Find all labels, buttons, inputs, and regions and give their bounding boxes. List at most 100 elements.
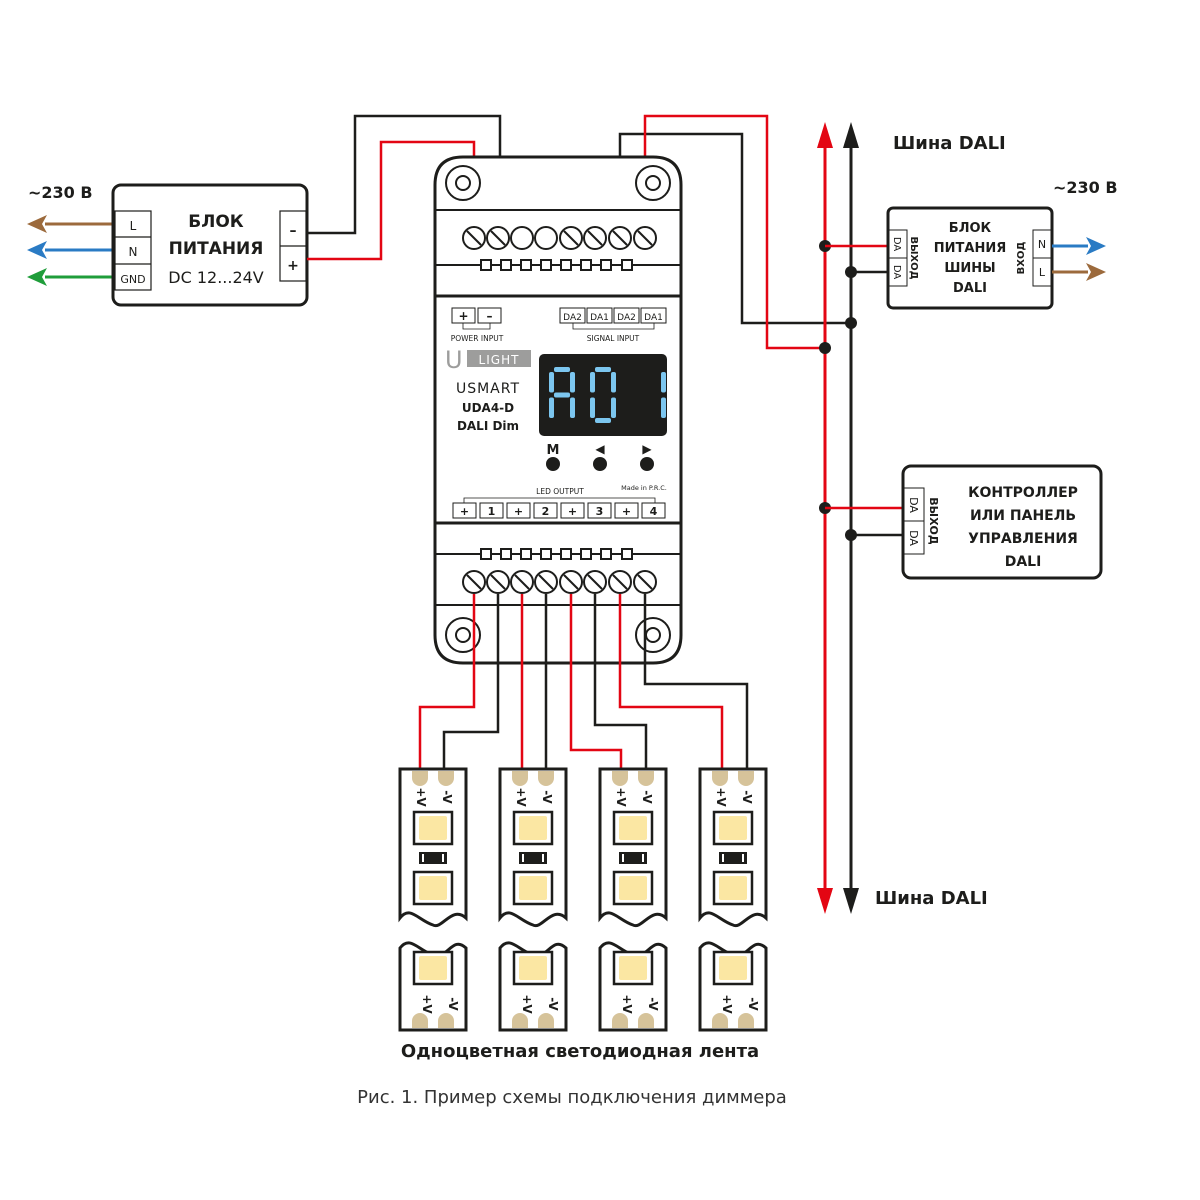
led-strips: +V-V+V-V+V-V+V-V+V-V+V-V+V-V+V-V xyxy=(398,767,768,1032)
wire-ch3-minus xyxy=(593,594,648,770)
solder-pad xyxy=(738,1013,754,1028)
polarity-label: -V xyxy=(640,790,654,804)
segment xyxy=(570,372,575,393)
screw-terminal-icon[interactable] xyxy=(534,226,558,250)
controller-title-line3: УПРАВЛЕНИЯ xyxy=(968,531,1078,547)
segment xyxy=(595,367,611,372)
solder-pad xyxy=(538,771,554,786)
psu-input-terminal-block xyxy=(114,210,152,291)
solder-pad xyxy=(438,1013,454,1028)
indicator-square xyxy=(520,259,532,271)
power-supply-box xyxy=(111,183,309,307)
left-button[interactable] xyxy=(593,457,607,471)
indicator-square xyxy=(621,548,633,560)
screw-terminal-icon[interactable] xyxy=(633,226,657,250)
model-name: UDA4-D xyxy=(462,401,514,415)
segment xyxy=(554,367,570,372)
led-chip-icon xyxy=(612,870,654,906)
mains-left-wires: ~230 В xyxy=(27,183,112,286)
resistor-icon xyxy=(619,852,647,864)
solder-pad xyxy=(638,1013,654,1028)
bottom-screw-terminals xyxy=(462,570,657,594)
solder-pad xyxy=(612,771,628,786)
solder-pad xyxy=(712,771,728,786)
polarity-label: +V xyxy=(714,787,728,807)
segment xyxy=(554,392,570,398)
resistor-icon xyxy=(519,852,547,864)
solder-pad xyxy=(738,771,754,786)
signal-terminal-DA2: DA2 xyxy=(617,313,636,323)
arrow-down-icon xyxy=(817,888,833,914)
top-indicator-row xyxy=(435,259,681,271)
led-chip-icon xyxy=(612,810,654,846)
segment xyxy=(570,397,575,418)
display-digit xyxy=(549,367,575,418)
power-input-minus: – xyxy=(487,309,493,323)
indicator-square xyxy=(560,548,572,560)
psu-terminal-minus: – xyxy=(290,223,297,239)
polarity-label: +V xyxy=(614,787,628,807)
dali-psu-terminal-DA: DA xyxy=(891,237,902,252)
screw-terminal-icon[interactable] xyxy=(510,226,534,250)
led-output-terminal-label: 4 xyxy=(650,505,658,518)
segment xyxy=(661,372,666,393)
screw-terminal-icon[interactable] xyxy=(608,226,632,250)
mode-button[interactable] xyxy=(546,457,560,471)
dali-psu-title-line3: ШИНЫ xyxy=(944,261,995,276)
power-input-plus: + xyxy=(458,309,468,323)
polarity-label: +V xyxy=(420,994,434,1014)
led-output-terminal-label: 2 xyxy=(542,505,550,518)
polarity-label: -V xyxy=(446,997,460,1011)
controller-title-line4: DALI xyxy=(1005,554,1042,570)
screw-terminal-icon[interactable] xyxy=(510,570,534,594)
screw-terminal-icon[interactable] xyxy=(462,570,486,594)
screw-terminal-icon[interactable] xyxy=(583,570,607,594)
wire-ch3-plus xyxy=(569,594,623,770)
psu-terminal-L: L xyxy=(130,219,137,233)
indicator-square xyxy=(621,259,633,271)
logo-u: U xyxy=(445,346,463,374)
psu-title-line1: БЛОК xyxy=(188,212,244,232)
psu-rating: DC 12...24V xyxy=(168,268,264,287)
led-chip-icon xyxy=(512,870,554,906)
dali-psu-output-label: ВЫХОД xyxy=(908,236,919,279)
dali-controller-box xyxy=(901,464,1103,580)
display-digit xyxy=(590,367,616,423)
screw-terminal-icon[interactable] xyxy=(559,570,583,594)
button-label-right: ▶ xyxy=(642,442,652,456)
led-output-terminal-label: + xyxy=(514,505,523,518)
led-chip-icon xyxy=(512,810,554,846)
signal-terminal-DA1: DA1 xyxy=(590,313,609,323)
bottom-indicator-row xyxy=(435,548,681,560)
screw-terminal-icon[interactable] xyxy=(608,570,632,594)
screw-terminal-icon[interactable] xyxy=(583,226,607,250)
wire-ch4-plus xyxy=(618,594,724,770)
resistor-icon xyxy=(719,852,747,864)
led-output-terminal-label: + xyxy=(460,505,469,518)
segment xyxy=(590,372,595,393)
power-input-label: POWER INPUT xyxy=(451,334,504,343)
screw-terminal-icon[interactable] xyxy=(534,570,558,594)
led-output-label: LED OUTPUT xyxy=(536,487,584,496)
screw-terminal-icon[interactable] xyxy=(486,226,510,250)
junction-dot xyxy=(819,342,831,354)
led-strip-caption: Одноцветная светодиодная лента xyxy=(401,1041,759,1062)
screw-terminal-icon[interactable] xyxy=(462,226,486,250)
power-input-labels: + – POWER INPUT xyxy=(451,307,504,343)
button-label-left: ◀ xyxy=(595,442,605,456)
display-readout xyxy=(549,367,666,423)
led-output-terminal-label: 3 xyxy=(596,505,604,518)
solder-pad xyxy=(538,1013,554,1028)
power-supply-block: L N GND – + БЛОК ПИТАНИЯ DC 12...24V xyxy=(111,183,309,307)
dali-psu-input-label: ВХОД xyxy=(1016,242,1027,275)
screw-terminal-icon[interactable] xyxy=(559,226,583,250)
led-chip-icon xyxy=(412,810,454,846)
segment xyxy=(661,397,666,418)
led-output-terminal-label: + xyxy=(568,505,577,518)
led-output-terminal-label: 1 xyxy=(488,505,496,518)
screw-terminal-icon[interactable] xyxy=(633,570,657,594)
screw-terminal-icon[interactable] xyxy=(486,570,510,594)
controller-output-label: ВЫХОД xyxy=(927,497,940,545)
right-button[interactable] xyxy=(640,457,654,471)
indicator-square xyxy=(480,548,492,560)
